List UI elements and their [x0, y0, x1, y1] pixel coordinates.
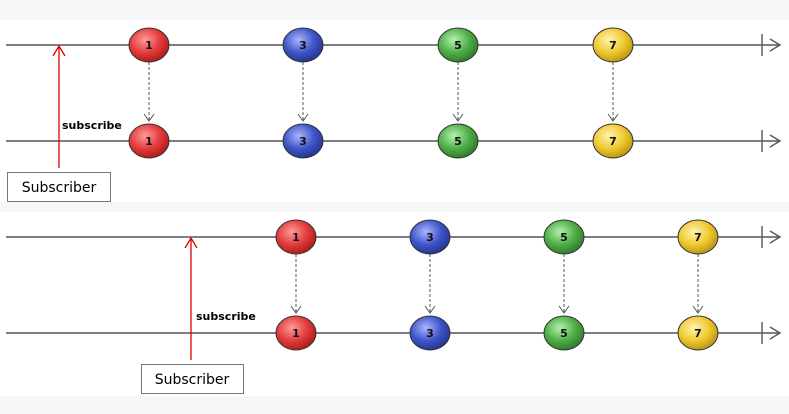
marble: 5: [543, 219, 585, 255]
marble: 5: [543, 315, 585, 351]
marble: 5: [437, 123, 479, 159]
marble: 7: [592, 123, 634, 159]
diagram-1-panel: [0, 20, 789, 202]
emission-arrow: [558, 254, 570, 314]
marble-label: 1: [292, 231, 300, 244]
emission-arrow: [297, 62, 309, 122]
emission-arrow: [290, 254, 302, 314]
marble: 3: [282, 27, 324, 63]
marble-label: 7: [694, 231, 702, 244]
marble-label: 3: [426, 327, 434, 340]
subscribe-arrow: [184, 236, 198, 360]
marble: 7: [592, 27, 634, 63]
marble-label: 5: [454, 39, 462, 52]
marble: 3: [409, 219, 451, 255]
marble-label: 5: [454, 135, 462, 148]
subscriber-label: Subscriber: [22, 180, 97, 196]
subscriber-box: Subscriber: [141, 364, 244, 394]
subscribe-arrow: [52, 44, 66, 168]
subscribe-label: subscribe: [196, 310, 256, 323]
marble-label: 7: [609, 39, 617, 52]
marble-label: 5: [560, 231, 568, 244]
marble-label: 1: [292, 327, 300, 340]
subscriber-box: Subscriber: [7, 172, 111, 202]
diagram-2: subscribe Subscriber 1 3 5 7 1 3: [0, 212, 789, 396]
marble-label: 7: [694, 327, 702, 340]
marble: 7: [677, 315, 719, 351]
marble-label: 1: [145, 39, 153, 52]
marble-label: 1: [145, 135, 153, 148]
marble: 3: [409, 315, 451, 351]
emission-arrow: [607, 62, 619, 122]
marble: 1: [128, 27, 170, 63]
marble: 1: [128, 123, 170, 159]
emission-arrow: [143, 62, 155, 122]
subscriber-label: Subscriber: [155, 372, 230, 388]
emission-arrow: [424, 254, 436, 314]
source-timeline: [6, 226, 782, 248]
marble-label: 3: [299, 135, 307, 148]
marble-label: 7: [609, 135, 617, 148]
marble: 1: [275, 219, 317, 255]
emission-arrow: [452, 62, 464, 122]
subscribe-label: subscribe: [62, 119, 122, 132]
marble-label: 3: [299, 39, 307, 52]
marble-label: 5: [560, 327, 568, 340]
marble: 3: [282, 123, 324, 159]
subscriber-timeline: [6, 322, 782, 344]
marble: 7: [677, 219, 719, 255]
marble: 5: [437, 27, 479, 63]
diagram-1: subscribe Subscriber 1 3 5 7 1: [0, 20, 789, 202]
diagram-2-panel: [0, 212, 789, 396]
emission-arrow: [692, 254, 704, 314]
marble: 1: [275, 315, 317, 351]
marble-label: 3: [426, 231, 434, 244]
